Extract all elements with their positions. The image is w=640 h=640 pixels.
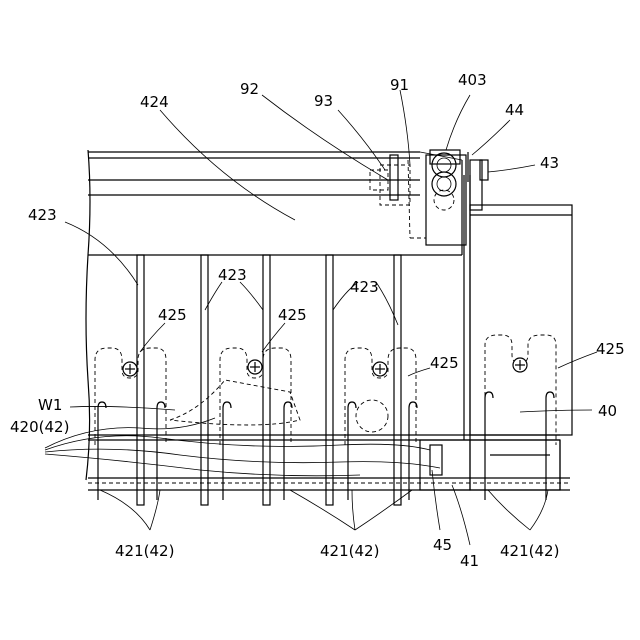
label-91: 91 <box>390 76 409 94</box>
label-425-b: 425 <box>278 306 307 324</box>
screws <box>123 358 527 376</box>
label-43: 43 <box>540 154 559 172</box>
screw-icon <box>123 362 137 376</box>
label-44: 44 <box>505 101 524 119</box>
screw-icon <box>513 358 527 372</box>
screw-icon <box>248 360 262 374</box>
label-425-a: 425 <box>158 306 187 324</box>
label-403: 403 <box>458 71 487 89</box>
label-45: 45 <box>433 536 452 554</box>
label-92: 92 <box>240 80 259 98</box>
label-421-left: 421(42) <box>115 542 174 560</box>
wires-w1 <box>45 380 440 476</box>
fastener-assembly <box>370 150 468 245</box>
label-421-right: 421(42) <box>500 542 559 560</box>
label-425-c: 425 <box>430 354 459 372</box>
label-423-right: 423 <box>350 278 379 296</box>
reference-labels: 424 92 93 91 403 44 43 423 423 423 425 4… <box>10 71 625 570</box>
label-w1: W1 <box>38 396 62 414</box>
label-423-mid: 423 <box>218 266 247 284</box>
label-421-mid: 421(42) <box>320 542 379 560</box>
label-425-d: 425 <box>596 340 625 358</box>
label-424: 424 <box>140 93 169 111</box>
label-40: 40 <box>598 402 617 420</box>
label-41: 41 <box>460 552 479 570</box>
label-423-left: 423 <box>28 206 57 224</box>
screw-icon <box>373 362 387 376</box>
upper-frame-424 <box>86 150 462 480</box>
block-40 <box>464 160 572 440</box>
label-420: 420(42) <box>10 418 69 436</box>
label-93: 93 <box>314 92 333 110</box>
